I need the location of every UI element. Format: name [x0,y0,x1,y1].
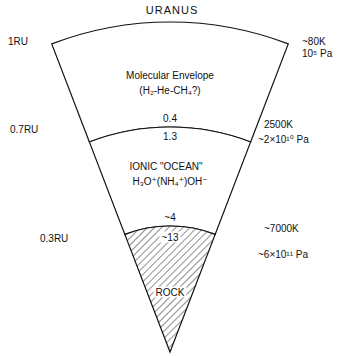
radius-label: 1RU [6,36,30,47]
region-name: ROCK [154,287,187,298]
density-value: 1.3 [161,131,179,142]
band-outline [49,20,291,144]
temperature-pressure: 10⁵ Pa [300,48,334,59]
band-shape [125,226,215,352]
density-value: ~13 [160,232,181,243]
temperature-pressure: 2500K [262,119,295,130]
radius-label: 0.7RU [8,124,40,135]
temperature-pressure: ~2×10¹⁰ Pa [256,134,311,145]
temperature-pressure: ~6×10¹¹ Pa [256,249,310,260]
temperature-pressure: ~80K [300,36,328,47]
region-name: IONIC "OCEAN" [129,161,202,172]
density-value: ~4 [162,212,177,223]
region-name: Molecular Envelope [126,70,214,81]
core-band: ROCK [122,224,218,354]
radius-label: 0.3RU [38,233,70,244]
density-value: 0.4 [161,113,179,124]
temperature-pressure: ~7000K [262,223,301,234]
region-composition: H₃O⁺(NH₄⁺)OH⁻ [132,176,207,187]
region-composition: (H₂-He-CH₄?) [139,85,200,96]
band-shape [89,127,250,234]
diagram-title: URANUS [146,4,198,16]
envelope-band: Molecular Envelope (H₂-He-CH₄?) [49,20,291,144]
band-shape [52,22,289,142]
